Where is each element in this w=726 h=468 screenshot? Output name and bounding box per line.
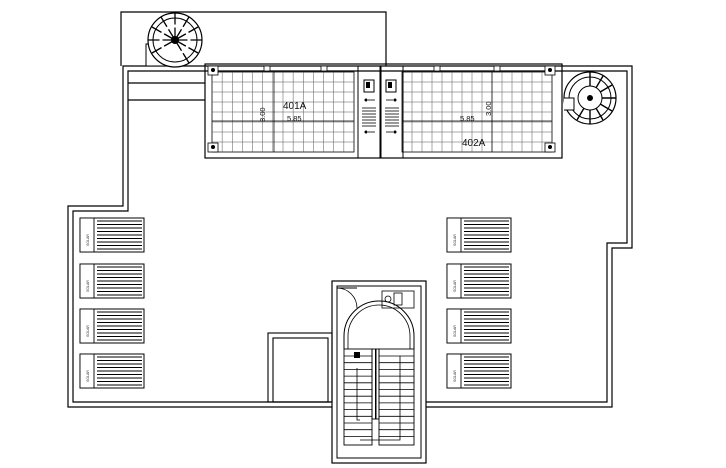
spiral-staircase-right bbox=[563, 71, 617, 125]
solar-heater-tag: SOLAR bbox=[453, 370, 457, 382]
solar-heater: SOLAR bbox=[446, 308, 512, 344]
solar-heater: SOLAR bbox=[79, 353, 145, 389]
solar-heaters: SOLAR SOLAR SOLAR SOLAR SOLAR SOLAR SOLAR SOLAR bbox=[79, 217, 512, 389]
room-401a-length: 5.85 bbox=[287, 114, 302, 123]
solar-heater-tag: SOLAR bbox=[453, 234, 457, 246]
room-402a-length: 5.85 bbox=[460, 114, 475, 123]
solar-heater: SOLAR bbox=[446, 353, 512, 389]
solar-heater-tag: SOLAR bbox=[86, 370, 90, 382]
room-401a-label: 401A bbox=[283, 101, 307, 112]
solar-heater-tag: SOLAR bbox=[453, 325, 457, 337]
solar-heater: SOLAR bbox=[79, 217, 145, 253]
solar-heater: SOLAR bbox=[446, 263, 512, 299]
stairwell-core bbox=[331, 280, 427, 464]
shaft-box bbox=[267, 332, 333, 403]
spiral-staircase-left bbox=[145, 12, 203, 68]
solar-heater: SOLAR bbox=[79, 263, 145, 299]
solar-heater-tag: SOLAR bbox=[86, 280, 90, 292]
room-block: 401A 5.85 3.00 402A 5.85 3.00 bbox=[204, 63, 563, 159]
solar-heater: SOLAR bbox=[446, 217, 512, 253]
solar-heater-tag: SOLAR bbox=[86, 234, 90, 246]
room-402a-width: 3.00 bbox=[484, 101, 493, 116]
solar-heater-tag: SOLAR bbox=[453, 280, 457, 292]
upper-stair-enclosure bbox=[120, 11, 387, 101]
room-402a-label: 402A bbox=[462, 138, 486, 149]
solar-heater-tag: SOLAR bbox=[86, 325, 90, 337]
solar-heater: SOLAR bbox=[79, 308, 145, 344]
room-401a-width: 3.00 bbox=[258, 107, 267, 122]
